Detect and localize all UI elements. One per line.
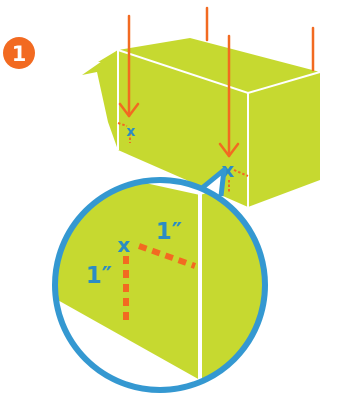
dim-horizontal: [137, 243, 197, 269]
step-number: 1: [12, 42, 27, 66]
step-badge: 1: [3, 37, 35, 69]
small-dim-left: [117, 122, 131, 143]
beam-front-face: [118, 50, 248, 207]
step-badge-circle: [3, 37, 35, 69]
arrow-center: [218, 34, 240, 158]
mark-left: x: [126, 124, 135, 140]
dim-vertical-label: 1″: [86, 263, 112, 289]
beam-end-face: [82, 50, 118, 150]
beam-side-face: [248, 72, 320, 207]
beam-top-face: [98, 38, 320, 93]
zoom-view: x 1″ 1″: [52, 167, 268, 393]
zoom-mark: x: [118, 233, 131, 257]
zoom-beam-side: [200, 180, 265, 380]
dim-horizontal-label: 1″: [156, 219, 182, 245]
small-dim-right: [228, 169, 249, 192]
zoom-ring: [52, 177, 268, 393]
beam: [82, 38, 321, 207]
pointer-arrows: [118, 6, 315, 158]
arrow-left: [118, 14, 140, 118]
